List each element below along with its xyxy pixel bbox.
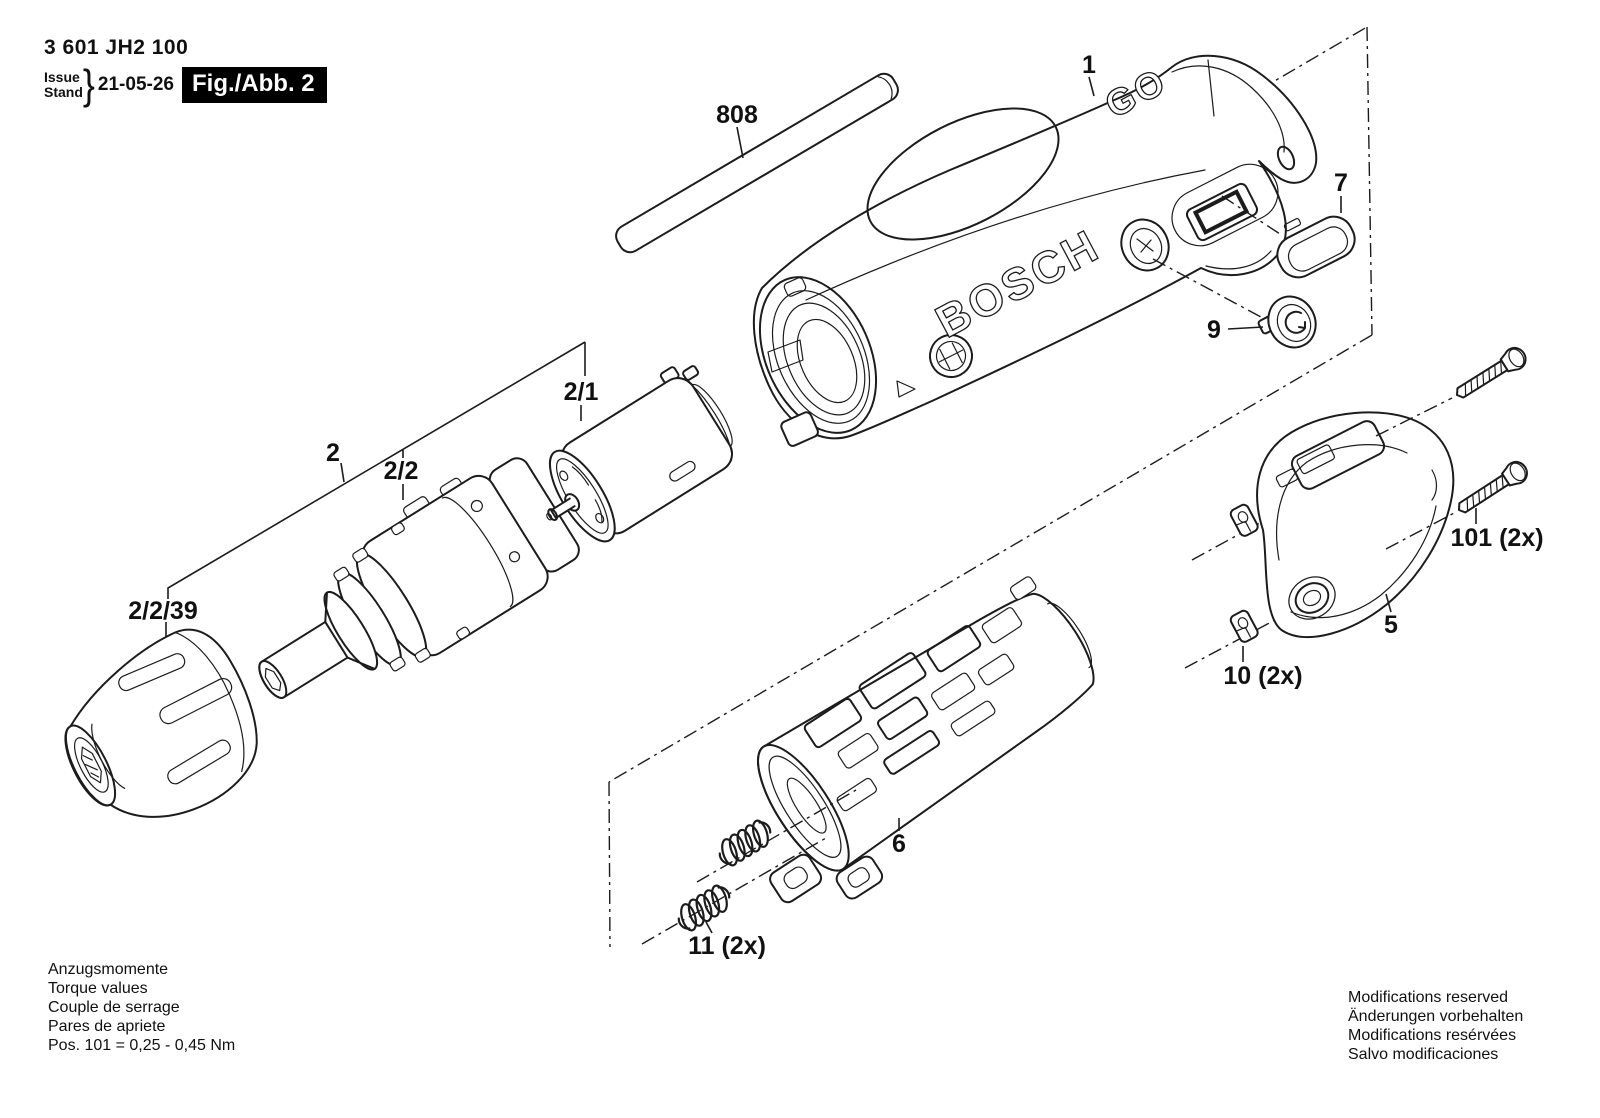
callout-6: 6	[892, 818, 906, 858]
callout-label-9: 9	[1207, 316, 1221, 344]
callout-label-5: 5	[1384, 611, 1398, 639]
callout-label-6: 6	[892, 830, 906, 858]
callout-2-1: 2/1	[564, 378, 599, 421]
legal-note-line-es: Salvo modificaciones	[1348, 1046, 1499, 1063]
torque-note-line-de: Anzugsmomente	[48, 961, 169, 978]
part-11-spring-upper	[711, 814, 779, 872]
callout-2: 2	[326, 439, 340, 467]
part-2-2-gearbox	[258, 457, 580, 699]
callout-label-2: 2	[326, 439, 340, 467]
torque-note: Anzugsmomente Torque values Couple de se…	[48, 960, 235, 1055]
part-101-screw-upper	[1450, 342, 1531, 406]
figure-label: Fig./Abb. 2	[181, 67, 327, 103]
legal-note-line-fr: Modifications resérvées	[1348, 1027, 1517, 1044]
title-block: 3 601 JH2 100 Issue Stand } 21-05-26 Fig…	[44, 36, 327, 108]
torque-dial-icon	[1120, 218, 1170, 272]
stand-word: Stand	[44, 84, 83, 100]
callout-label-11: 11 (2x)	[688, 932, 766, 960]
issue-stand-words: Issue Stand	[44, 70, 83, 100]
callout-1: 1	[1082, 51, 1096, 97]
bosch-emblem-icon	[929, 334, 973, 378]
part-2-1-motor	[546, 365, 733, 543]
callout-label-101: 101 (2x)	[1450, 524, 1543, 552]
callout-label-808: 808	[716, 101, 758, 129]
callout-11: 11 (2x)	[688, 921, 766, 960]
direction-triangle-icon	[896, 380, 916, 398]
callout-9: 9	[1207, 316, 1264, 344]
callout-label-2-2: 2/2	[384, 457, 419, 485]
part-5-end-shell	[1256, 411, 1455, 639]
callout-2-2-39: 2/2/39	[128, 597, 198, 625]
top-grip-inset	[866, 107, 1060, 241]
assembly-axis-lines-housing	[1152, 195, 1281, 318]
legal-note-line-de: Änderungen vorbehalten	[1348, 1008, 1524, 1025]
part-9-button	[1257, 295, 1317, 349]
product-code: 3 601 JH2 100	[44, 36, 189, 59]
callout-5: 5	[1384, 593, 1398, 639]
belt-hook	[1171, 59, 1296, 270]
part-10-clip-upper	[1228, 502, 1261, 539]
part-1-housing: BOSCH GO	[752, 54, 1318, 447]
battery-tube-opening	[758, 276, 878, 447]
torque-note-line-es: Pares de apriete	[48, 1018, 166, 1035]
callout-label-7: 7	[1334, 169, 1348, 197]
spring-lower-axis	[641, 837, 827, 945]
part-2-2-39-chuck	[64, 628, 258, 818]
callout-label-10: 10 (2x)	[1223, 662, 1302, 690]
torque-note-line-en: Torque values	[48, 980, 148, 997]
part-7-cover-cap	[1276, 215, 1356, 279]
callout-101: 101 (2x)	[1450, 508, 1544, 552]
part-10-clip-lower	[1228, 608, 1261, 645]
legal-note-line-en: Modifications reserved	[1348, 989, 1509, 1006]
housing-seam-line	[805, 169, 1206, 301]
callout-label-2-1: 2/1	[564, 378, 599, 406]
callout-label-1: 1	[1082, 51, 1096, 79]
chassis-feet	[769, 853, 884, 904]
callout-808: 808	[716, 101, 758, 159]
torque-note-value: Pos. 101 = 0,25 - 0,45 Nm	[48, 1037, 236, 1054]
torque-note-line-fr: Couple de serrage	[48, 999, 180, 1016]
display-recess	[1171, 163, 1279, 247]
callout-label-2-2-39: 2/2/39	[128, 597, 198, 625]
callout-7: 7	[1334, 169, 1348, 213]
part-11-spring-lower	[670, 879, 738, 937]
part-6-chassis	[757, 576, 1095, 904]
callout-10: 10 (2x)	[1223, 646, 1303, 690]
issue-date: 21-05-26	[97, 74, 174, 95]
issue-word: Issue	[44, 69, 80, 85]
callout-2-2: 2/2	[384, 457, 419, 485]
legal-note: Modifications reserved Änderungen vorbeh…	[1348, 988, 1523, 1064]
screw-lower-axis	[1385, 511, 1457, 550]
part-808-label-strip	[615, 72, 899, 254]
brace-glyph: }	[82, 60, 95, 108]
spring-upper-axis	[696, 789, 857, 883]
part-101-screw-lower	[1452, 456, 1533, 521]
part-2-bracket	[165, 341, 586, 640]
